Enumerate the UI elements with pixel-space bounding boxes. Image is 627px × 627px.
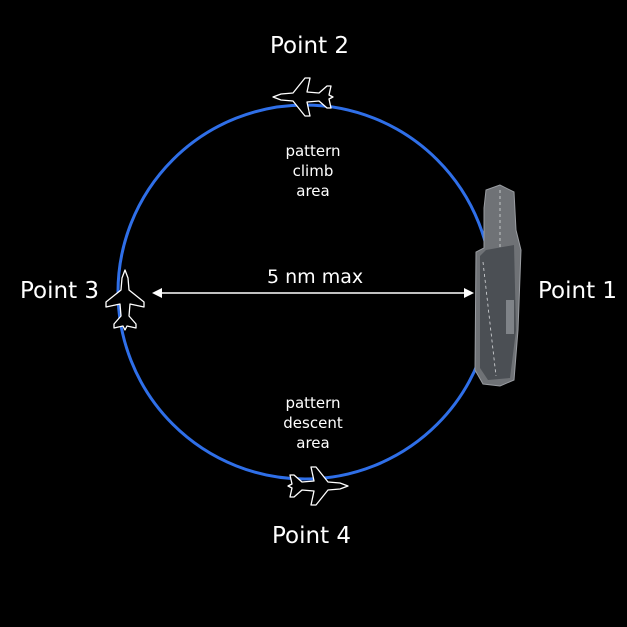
aircraft-carrier-icon: [474, 184, 522, 387]
descent-area-label: pattern descent area: [253, 393, 373, 453]
fighter-jet-icon: [105, 269, 145, 331]
descent-area-line-2: descent: [283, 414, 343, 432]
point-4-label: Point 4: [272, 523, 352, 549]
climb-area-label: pattern climb area: [253, 141, 373, 201]
distance-label: 5 nm max: [267, 266, 364, 288]
climb-area-line-1: pattern: [285, 142, 341, 160]
point-2-label: Point 2: [270, 33, 350, 59]
descent-area-line-1: pattern: [285, 394, 341, 412]
climb-area-line-2: climb: [292, 162, 334, 180]
fighter-jet-icon: [272, 77, 334, 117]
fighter-jet-icon: [287, 466, 349, 506]
descent-area-line-3: area: [296, 434, 330, 452]
climb-area-line-3: area: [296, 182, 330, 200]
point-1-label: Point 1: [538, 278, 618, 304]
point-3-label: Point 3: [20, 278, 100, 304]
